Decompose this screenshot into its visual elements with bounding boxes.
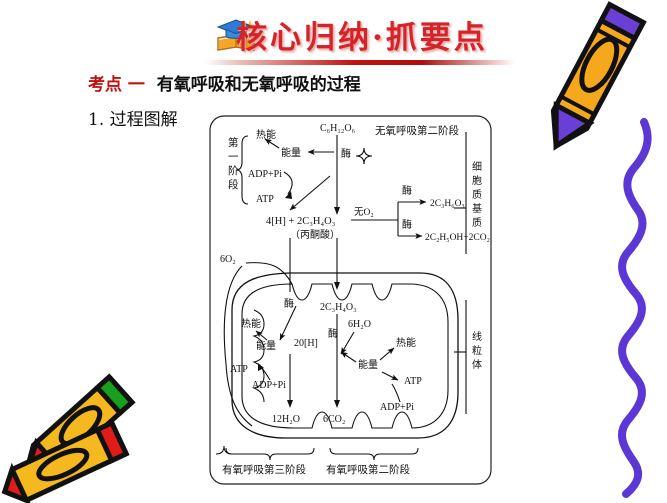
mito-right-energy-label: 能量 xyxy=(358,358,378,371)
crayon-green-tip xyxy=(21,373,136,479)
anaerobic-enzyme-bottom-label: 酶 xyxy=(402,218,412,231)
aerobic-third-stage-label: 有氧呼吸第三阶段 xyxy=(222,463,306,476)
crayon-pair-bottom-left xyxy=(1,373,136,503)
glycolysis-atp-label: ATP xyxy=(256,194,274,205)
bottom-brace-left-cap xyxy=(215,445,233,455)
banner-title: 核心归纳·抓要点 xyxy=(236,20,488,56)
glycolysis-enzyme-label: 酶 xyxy=(341,147,351,160)
pyruvate-entry-arrowhead xyxy=(334,282,340,290)
mito-right-atp-label: ATP xyxy=(404,376,422,387)
reduced-h-arrow xyxy=(279,305,297,341)
oxygen-input-line xyxy=(245,262,293,285)
graduation-cap-book-icon xyxy=(216,19,259,51)
mitochondrion-label-c2: 粒 xyxy=(472,344,482,357)
crayon-red-tip xyxy=(1,419,130,503)
diagram-border xyxy=(209,115,492,485)
mito-water-in-arrow xyxy=(340,331,355,355)
mitochondrion-cristae-left xyxy=(252,309,265,403)
first-stage-brace xyxy=(235,135,249,205)
oxygen-curve-line xyxy=(223,265,253,427)
mito-pyruvate-label: 2C₃H₄O₃ xyxy=(320,302,357,313)
pyruvate-products-label: 4[H] + 2C₃H₄O₃ xyxy=(266,216,336,227)
cytoplasm-label-c2: 胞 xyxy=(472,175,482,187)
mito-right-energy-arrow-left xyxy=(340,351,357,363)
pyruvate-note-label: （丙酮酸） xyxy=(290,228,340,241)
bottom-brace-third-stage xyxy=(225,447,315,461)
ethanol-product-label: 2C₂H₅OH+2CO₂ xyxy=(425,233,490,243)
glucose-to-4h-arrow xyxy=(289,175,331,211)
page-title: 考点 一 有氧呼吸和无氧呼吸的过程 xyxy=(88,70,361,95)
mito-left-heat-label: 热能 xyxy=(241,317,261,330)
first-stage-label-c3: 阶 xyxy=(228,164,239,177)
subheading: 1. 过程图解 xyxy=(88,110,178,130)
glycolysis-adp-label: ADP+Pi xyxy=(248,169,282,180)
kaodian-label: 考点 xyxy=(88,75,122,95)
reduced-h-label: 20[H] xyxy=(294,338,318,349)
water-out-arrowhead xyxy=(287,400,293,408)
no-oxygen-label: 无O₂ xyxy=(354,207,374,218)
bottom-brace-second-stage xyxy=(329,447,419,461)
cytoplasm-label-c4: 基 xyxy=(472,202,482,215)
mitochondrion-inner-membrane xyxy=(241,283,449,429)
anaerobic-stage-label: 无氧呼吸第二阶段 xyxy=(375,124,459,137)
lactate-product-label: 2C₃H₆O₃ xyxy=(430,199,465,209)
mito-right-heat-arrow xyxy=(379,347,395,361)
mito-right-adp-label: ADP+Pi xyxy=(380,402,414,413)
cytoplasm-label-c1: 细 xyxy=(472,160,482,173)
mitochondrion-label-c1: 线 xyxy=(472,330,482,343)
co2-out-arrowhead xyxy=(334,400,340,408)
anaerobic-enzyme-top-label: 酶 xyxy=(402,184,412,197)
kaodian-number: 一 xyxy=(127,75,145,95)
aerobic-second-stage-label: 有氧呼吸第二阶段 xyxy=(326,463,410,476)
purple-squiggle-line xyxy=(618,118,652,498)
anaerobic-brace xyxy=(355,147,373,165)
mito-left-heat-arrow xyxy=(255,330,268,341)
adp-to-atp-arrowhead xyxy=(285,191,292,199)
heat-arrow xyxy=(264,138,280,149)
glucose-down-arrowhead xyxy=(334,207,340,215)
water-out-label: 12H₂O xyxy=(272,414,300,425)
banner-underline xyxy=(205,60,515,65)
mito-left-energy-label: 能量 xyxy=(256,339,276,352)
mito-enzyme-left-label: 酶 xyxy=(284,297,294,310)
mito-left-atp-label: ATP xyxy=(230,364,248,375)
process-diagram: 第 一 阶 段 C₆H₁₂O₆ 酶 能量 热能 ADP+Pi ATP 4[H] … xyxy=(208,114,493,486)
mitochondrion-outer-membrane xyxy=(231,272,459,439)
first-stage-label-c4: 段 xyxy=(228,178,239,191)
mito-right-atp-arrow xyxy=(381,371,399,381)
mito-left-adp-label: ADP+Pi xyxy=(252,380,286,391)
adp-to-atp-curve xyxy=(283,171,293,195)
cytoplasm-label-c5: 质 xyxy=(472,217,482,229)
first-stage-label-c1: 第 xyxy=(228,136,239,149)
kaodian-text: 有氧呼吸和无氧呼吸的过程 xyxy=(156,75,361,95)
mito-left-atp-arrowhead xyxy=(258,363,264,371)
glycolysis-energy-label: 能量 xyxy=(281,146,301,159)
mito-enzyme-right-label: 酶 xyxy=(328,327,338,340)
oxygen-input-label: 6O₂ xyxy=(220,254,236,265)
glycolysis-heat-label: 热能 xyxy=(256,128,276,141)
mito-water-in-label: 6H₂O xyxy=(348,319,371,330)
banner: 核心归纳·抓要点 xyxy=(0,2,667,65)
co2-out-label: 6CO₂ xyxy=(323,414,345,425)
glucose-label: C₆H₁₂O₆ xyxy=(320,123,356,134)
mitochondrion-label-c3: 体 xyxy=(472,359,482,371)
cytoplasm-label-c3: 质 xyxy=(472,189,482,201)
first-stage-label-c2: 一 xyxy=(228,152,239,163)
mito-right-adp-curve xyxy=(391,383,401,403)
mito-right-heat-label: 热能 xyxy=(396,336,416,349)
